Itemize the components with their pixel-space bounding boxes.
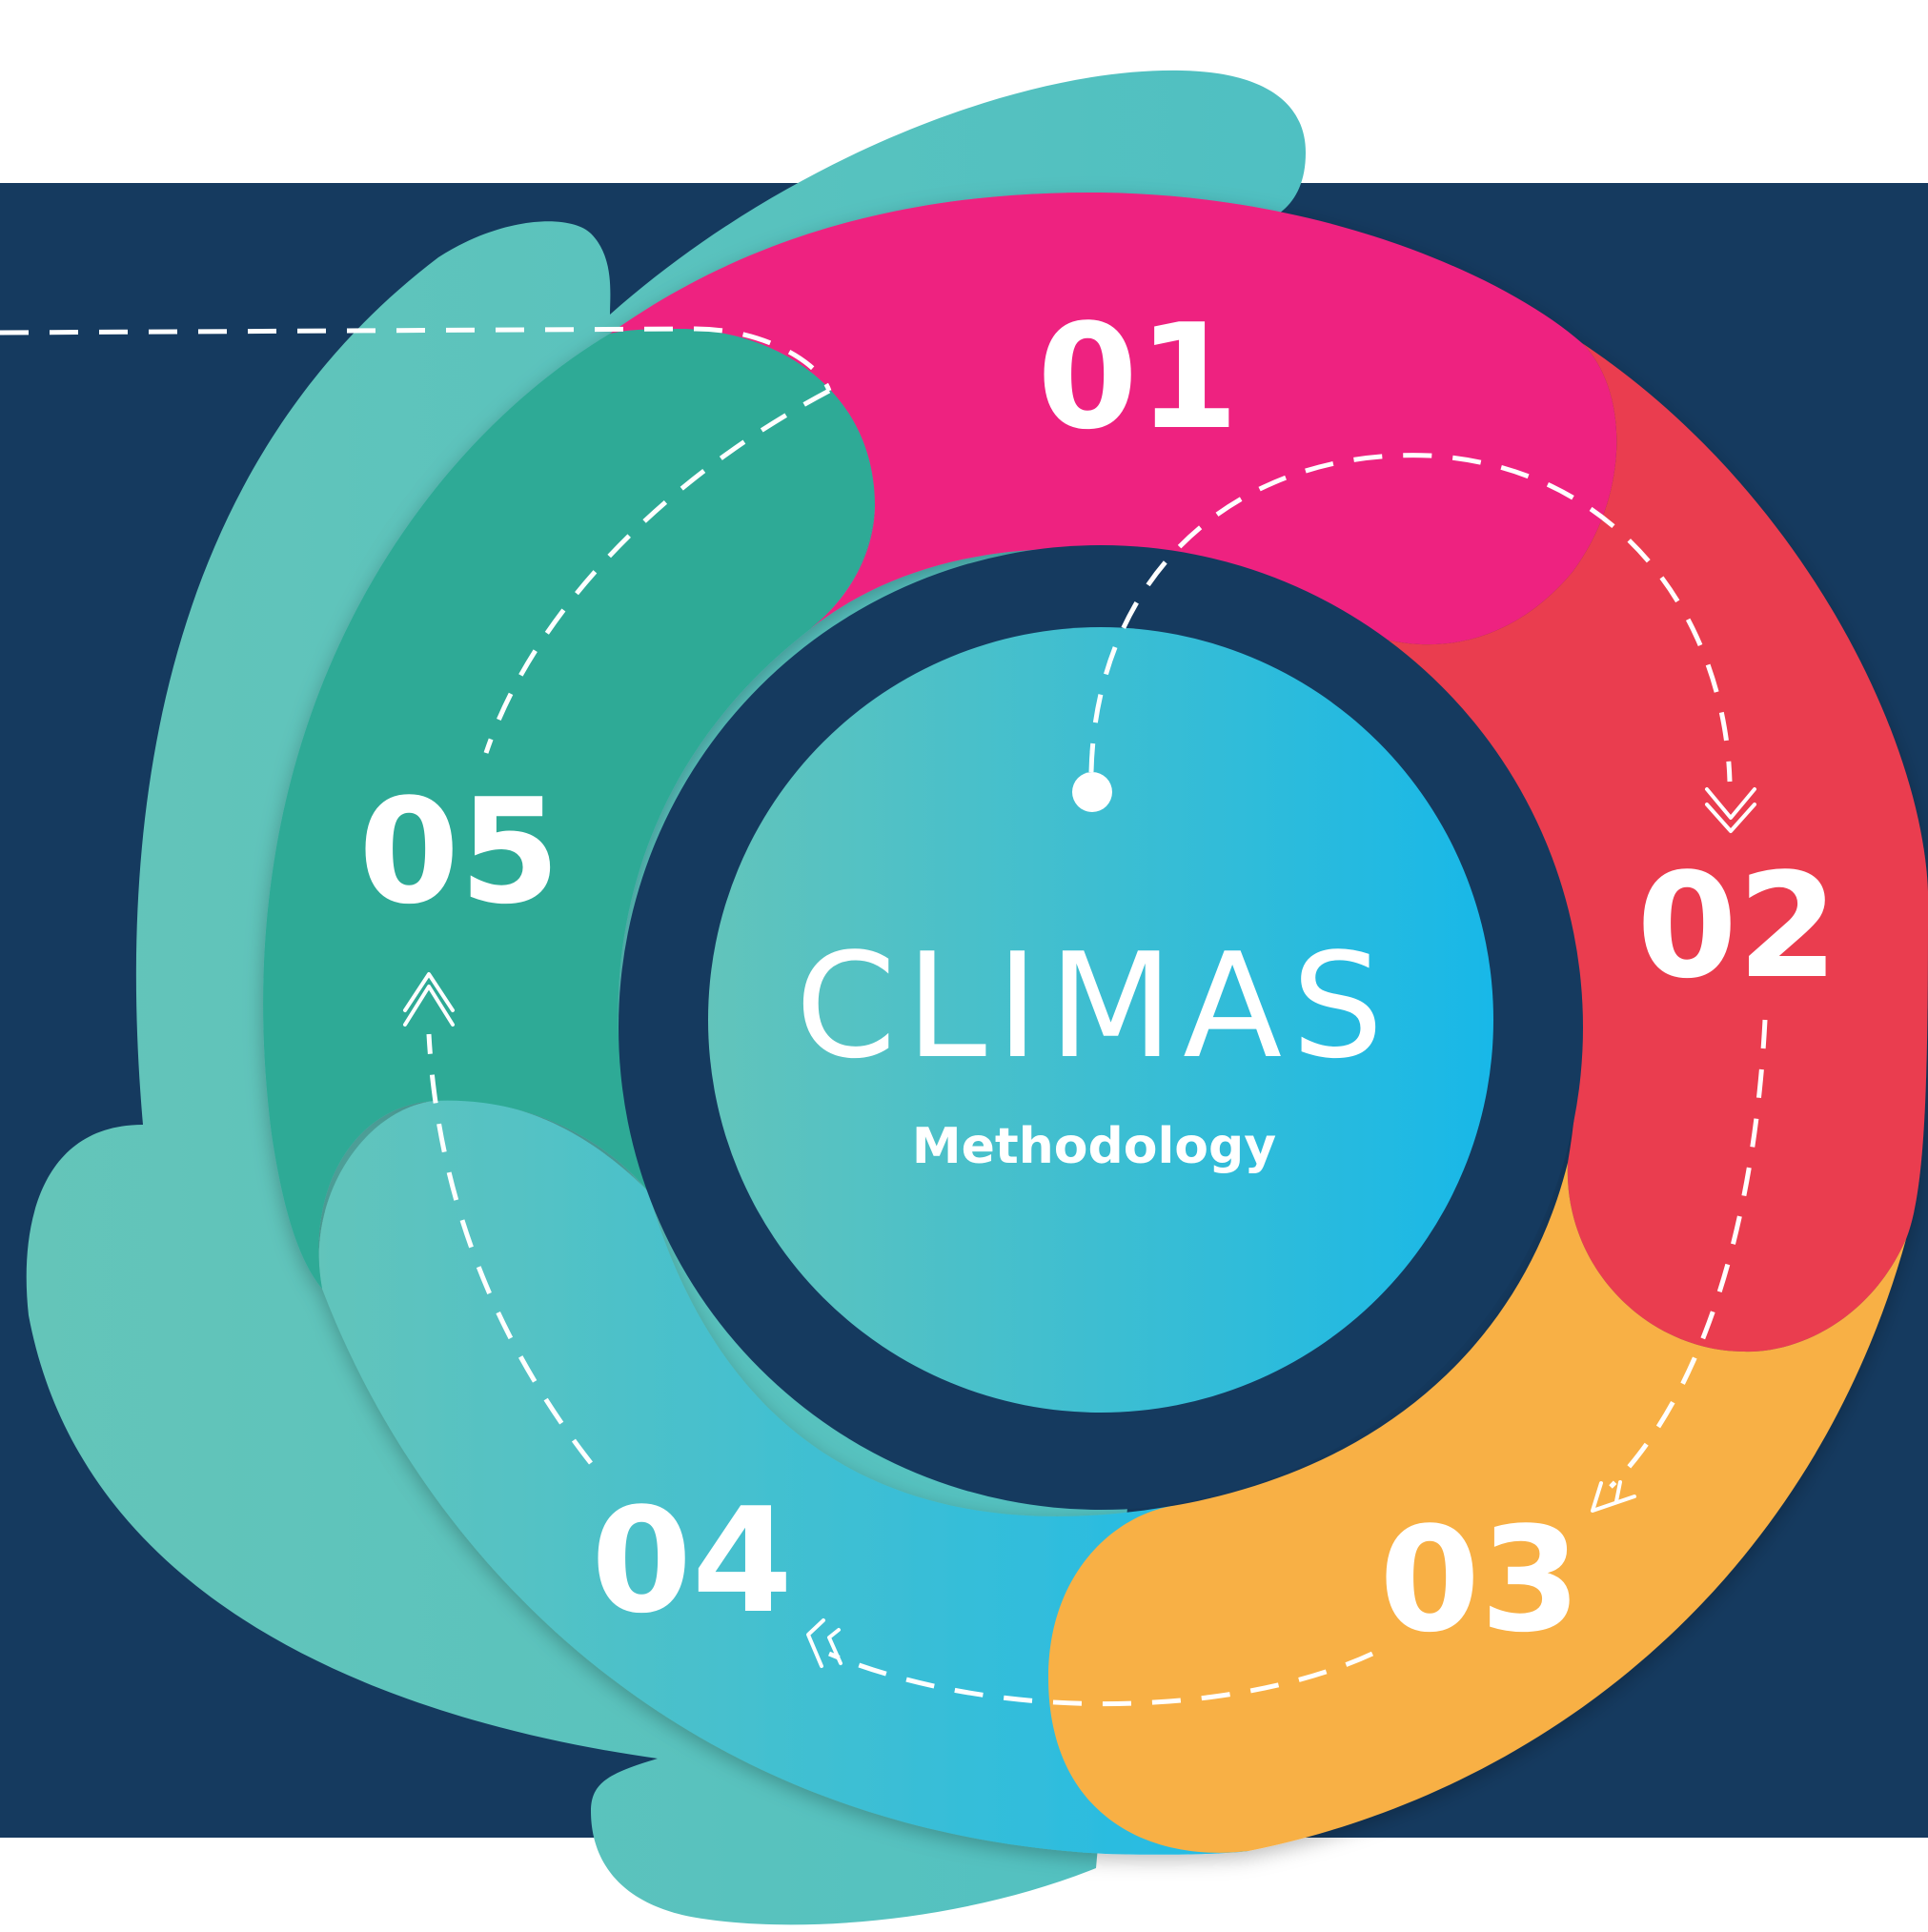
segment-04 [318, 1100, 1248, 1855]
diagram-subtitle: Methodology [912, 1118, 1276, 1175]
step-number-03: 03 [1379, 1495, 1581, 1664]
segment-01 [610, 192, 1617, 645]
start-dot [1072, 772, 1112, 812]
diagram-title: CLIMAS [795, 922, 1392, 1090]
arrow-to-04-icon [806, 1618, 842, 1668]
segment-03 [1048, 1163, 1906, 1853]
step-number-04: 04 [591, 1476, 793, 1645]
segment-02 [1382, 343, 1928, 1352]
segment-05 [263, 329, 875, 1289]
arrow-to-03-icon [1591, 1480, 1636, 1513]
step-number-05: 05 [358, 767, 560, 936]
dashed-flow-path [0, 326, 1768, 1707]
arrow-to-02-icon [1705, 787, 1756, 833]
step-number-01: 01 [1037, 293, 1239, 461]
center-disc [708, 627, 1493, 1413]
arrow-to-05-icon [403, 972, 455, 1027]
ring [263, 192, 1928, 1855]
step-number-02: 02 [1636, 842, 1838, 1010]
